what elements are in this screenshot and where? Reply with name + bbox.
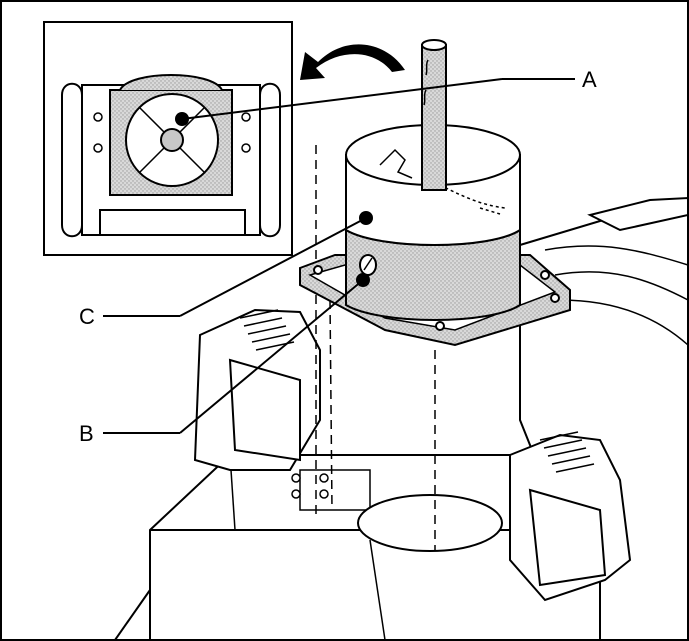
left-handle [193,308,321,471]
callout-c-label: C [79,304,95,329]
callout-a: A [175,67,597,126]
callout-c-marker [359,211,373,225]
callout-b: B [79,273,370,446]
shaft [421,39,447,191]
inset-detail [43,21,293,256]
cylinder-upper [345,124,521,246]
mounting-hole-icon [313,265,323,275]
callout-a-label: A [582,67,597,92]
right-handle [509,431,632,602]
callout-b-marker [356,273,370,287]
callout-c: C [79,211,373,329]
alignment-lines [315,145,436,550]
callout-a-marker [175,112,189,126]
callout-b-label: B [79,421,94,446]
cylinder-lower [345,229,521,321]
machine-body [519,196,689,641]
inset-housing [61,74,281,238]
rotation-arrow-icon [300,44,405,80]
